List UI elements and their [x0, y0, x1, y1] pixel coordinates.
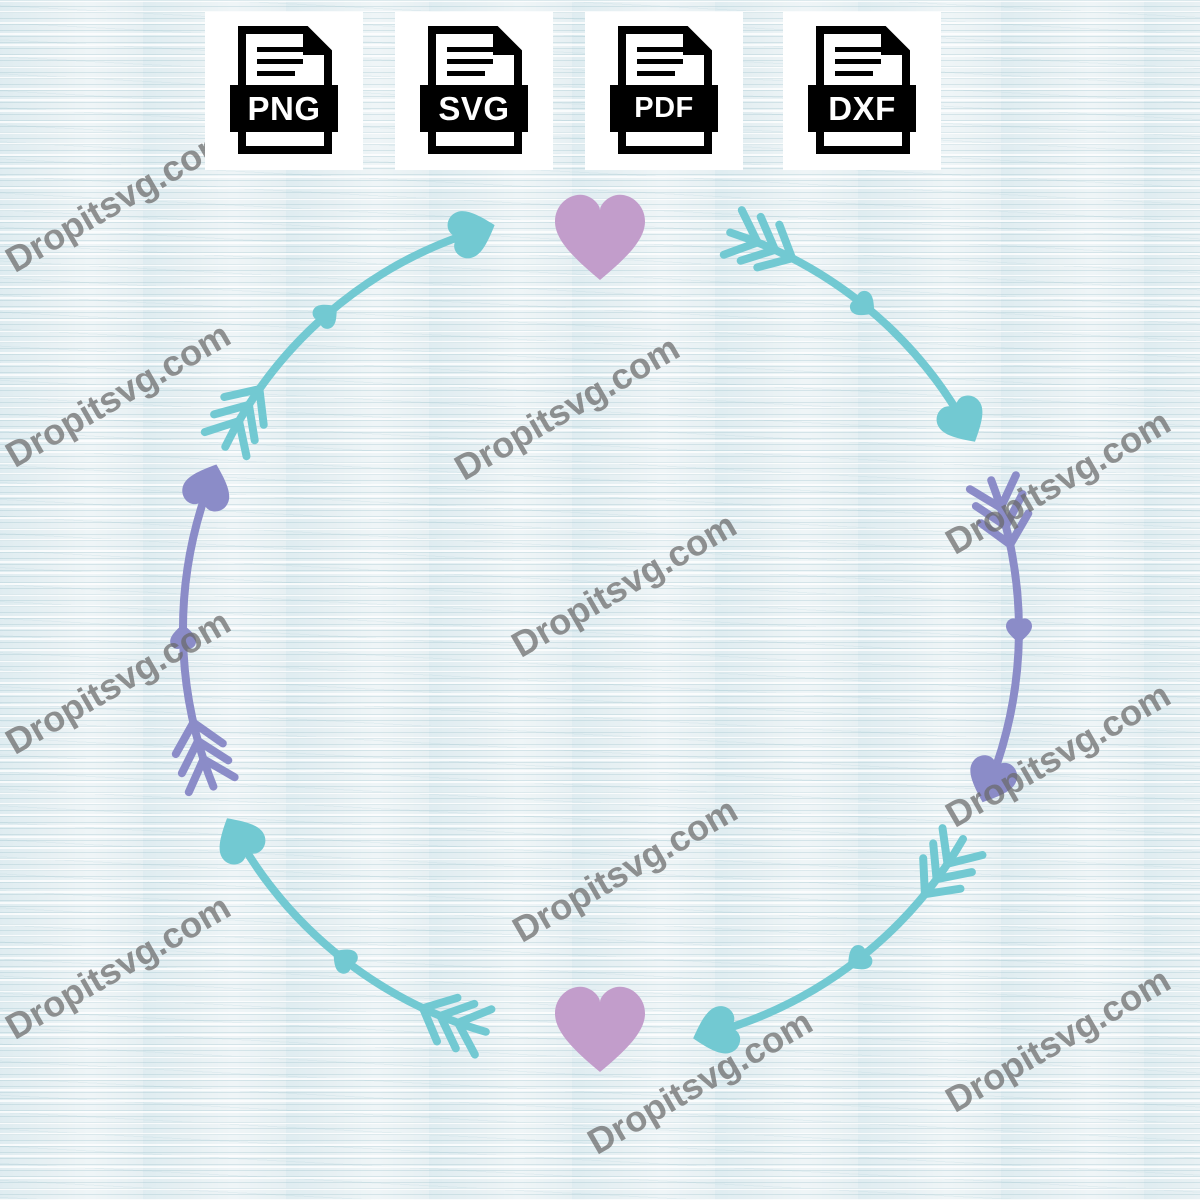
- arrow-fletching-line: [210, 400, 253, 419]
- arrow-middle-heart-icon: [848, 945, 873, 970]
- arrow-heart-head-icon: [970, 755, 1018, 803]
- file-icon-line: [835, 71, 873, 76]
- arrow-fletching-line: [255, 385, 268, 429]
- file-icon-fold: [881, 27, 909, 55]
- file-icon: [230, 26, 338, 154]
- arrow-fletching-line: [189, 718, 227, 748]
- arrow-fletching-line: [929, 839, 941, 884]
- arrow-fletching-line: [436, 1011, 460, 1053]
- arrow-top-right: [719, 206, 983, 442]
- file-icon-line: [637, 71, 675, 76]
- arrow-left: [170, 464, 239, 797]
- arrow-fletching-line: [965, 485, 1005, 512]
- arrow-fletching-line: [971, 502, 1010, 530]
- file-icon: [808, 26, 916, 154]
- arrow-fletching-line: [235, 417, 251, 461]
- file-format-label: PDF: [634, 92, 694, 124]
- arrow-fletching-line: [736, 245, 779, 265]
- file-icon-line: [257, 47, 303, 52]
- file-format-label: SVG: [438, 90, 510, 127]
- arrow-heart-head-icon: [182, 464, 230, 512]
- arrow-shaft: [726, 228, 967, 425]
- arrow-fletching-line: [938, 824, 952, 868]
- file-format-label: PNG: [247, 90, 321, 127]
- file-icon: [420, 26, 528, 154]
- file-icon-fold: [303, 27, 331, 55]
- heart-top-icon: [555, 194, 645, 280]
- arrow-fletching-line: [220, 385, 264, 401]
- arrow-middle-heart-icon: [849, 290, 875, 316]
- file-icon: [610, 26, 718, 154]
- file-icon-line: [835, 59, 881, 64]
- arrow-middle-heart-icon: [333, 949, 358, 974]
- arrow-fletching-line: [177, 737, 202, 778]
- arrow-fletching-line: [436, 999, 479, 1020]
- arrow-fletching-line: [719, 238, 762, 259]
- arrow-fletching-line: [775, 220, 797, 263]
- arrow-fletching-line: [977, 519, 1015, 549]
- arrow-fletching-line: [737, 206, 762, 247]
- arrow-fletching-line: [171, 718, 198, 758]
- file-icon-line: [447, 47, 493, 52]
- file-icon-band: [230, 85, 338, 132]
- arrow-fletching-line: [244, 400, 259, 445]
- file-icon-band: [808, 85, 916, 132]
- arrow-heart-head-icon: [936, 395, 983, 442]
- heart-bottom-icon: [555, 986, 645, 1072]
- file-icon-line: [257, 71, 295, 76]
- arrow-fletching-line: [1001, 490, 1027, 530]
- arrow-fletching-line: [932, 868, 976, 884]
- file-format-dxf: DXF: [783, 12, 941, 170]
- arrow-bottom-right: [693, 824, 987, 1054]
- arrow-heart-head-icon: [447, 211, 495, 259]
- arrow-fletching-line: [200, 417, 243, 437]
- arrow-heart-head-icon: [219, 818, 266, 865]
- arrow-fletching-line: [419, 993, 462, 1013]
- file-icon-line: [447, 59, 493, 64]
- file-icon-line: [447, 71, 485, 76]
- arrow-middle-heart-icon: [170, 624, 197, 649]
- arrow-middle-heart-icon: [312, 304, 337, 329]
- arrow-fletching-line: [1006, 509, 1033, 549]
- file-icon-band: [420, 85, 528, 132]
- arrow-fletching-line: [919, 854, 929, 899]
- arrow-top-left: [200, 211, 495, 461]
- file-icon-line: [257, 59, 303, 64]
- arrow-bottom-left: [219, 818, 496, 1059]
- file-format-pdf: PDF: [585, 12, 743, 170]
- arrow-fletching-line: [454, 1018, 479, 1059]
- file-format-svg: SVG: [395, 12, 553, 170]
- file-icon-line: [835, 47, 881, 52]
- arrow-fletching-line: [419, 1004, 441, 1046]
- arrow-fletching-line: [194, 737, 233, 765]
- arrow-fletching-line: [454, 1005, 496, 1027]
- arrow-fletching-line: [756, 212, 779, 254]
- arrow-fletching-line: [920, 884, 965, 899]
- file-icon-fold: [493, 27, 521, 55]
- arrow-right: [965, 471, 1033, 803]
- file-icon-band: [610, 85, 718, 132]
- file-icon-fold: [683, 27, 711, 55]
- file-icon-line: [637, 47, 683, 52]
- arrow-fletching-line: [753, 254, 797, 272]
- arrow-fletching-line: [996, 471, 1020, 512]
- file-icon-line: [637, 59, 683, 64]
- file-format-png: PNG: [205, 12, 363, 170]
- arrow-fletching-line: [199, 755, 239, 782]
- arrow-heart-head-icon: [693, 1006, 741, 1054]
- arrow-fletching-line: [943, 851, 987, 868]
- file-format-label: DXF: [828, 90, 896, 127]
- arrow-fletching-line: [184, 755, 208, 797]
- arrow-middle-heart-icon: [1006, 618, 1032, 643]
